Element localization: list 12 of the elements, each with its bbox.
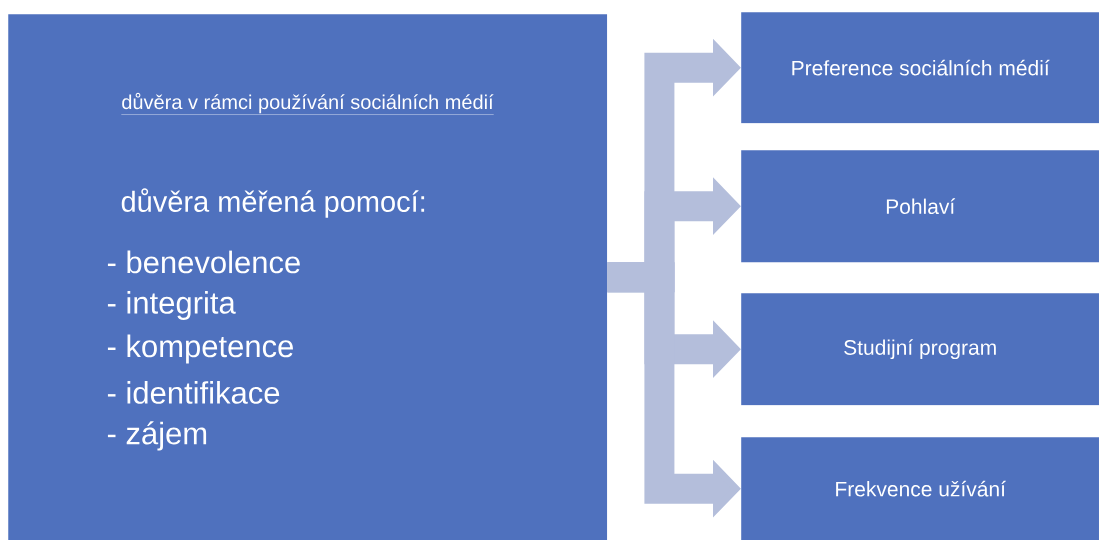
list-item: - zájem (107, 421, 207, 451)
category-box: Pohlaví (741, 150, 1099, 263)
list-item: - identifikace (107, 381, 280, 404)
list-item: - benevolence (107, 250, 300, 274)
category-box: Preference sociálních médií (741, 12, 1099, 124)
list-item: - kompetence (107, 334, 293, 364)
heading-text: důvěra v rámci používání sociálních médií (121, 92, 494, 115)
category-box: Frekvence užívání (741, 437, 1099, 540)
text-box (8, 14, 608, 540)
subheading-text: důvěra měřená pomocí: (121, 188, 425, 218)
category-box: Studijní program (741, 293, 1099, 406)
list-item: - integrita (107, 291, 236, 320)
